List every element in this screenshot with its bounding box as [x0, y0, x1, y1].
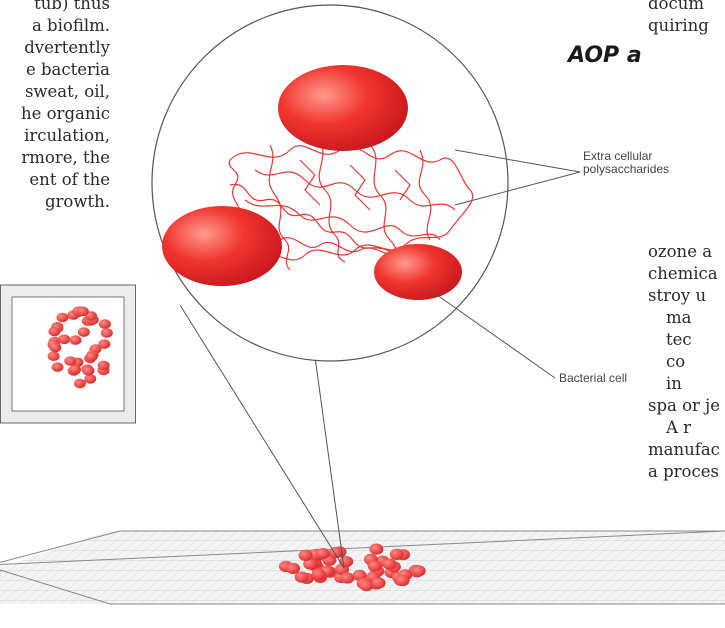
small-bacterial-cell [49, 343, 61, 353]
small-bacterial-cell [77, 307, 89, 317]
small-bacterial-cell [359, 580, 373, 591]
small-bacterial-cell [48, 327, 60, 337]
small-bacterial-cell [369, 544, 383, 555]
small-bacterial-cell [74, 379, 86, 389]
eps-label: Extra cellular polysaccharides [583, 150, 669, 176]
small-bacterial-cell [78, 327, 90, 337]
inset-box [1, 285, 136, 423]
small-bacterial-cell [70, 335, 82, 345]
small-bacterial-cell [286, 563, 300, 574]
small-bacterial-cell [396, 575, 410, 586]
small-bacterial-cell [412, 565, 426, 576]
small-bacterial-cell [299, 550, 313, 561]
surface-plate [0, 531, 725, 604]
small-bacterial-cell [316, 548, 330, 559]
small-bacterial-cell [312, 569, 326, 580]
bacterial-cell-label: Bacterial cell [559, 372, 627, 385]
small-bacterial-cell [372, 577, 386, 588]
small-bacterial-cell [84, 374, 96, 384]
small-bacterial-cell [98, 361, 110, 371]
small-bacterial-cell [86, 352, 98, 362]
small-bacterial-cell [57, 313, 69, 323]
small-bacterial-cell [69, 365, 81, 375]
small-bacterial-cell [390, 549, 404, 560]
small-bacterial-cell [295, 572, 309, 583]
bacterial-cell-left [162, 206, 282, 286]
small-bacterial-cell [48, 351, 60, 361]
small-bacterial-cell [340, 572, 354, 583]
bacterial-cell-right [374, 244, 462, 300]
small-bacterial-cell [383, 558, 397, 569]
small-bacterial-cell [99, 319, 111, 329]
small-bacterial-cell [98, 339, 110, 349]
small-bacterial-cell [58, 335, 70, 345]
bacterial-cell-large [278, 65, 408, 151]
small-bacterial-cell [368, 560, 382, 571]
small-bacterial-cell [52, 362, 64, 372]
small-bacterial-cell [101, 328, 113, 338]
small-bacterial-cell [82, 366, 94, 376]
small-bacterial-cell [339, 556, 353, 567]
small-bacterial-cell [64, 356, 76, 366]
